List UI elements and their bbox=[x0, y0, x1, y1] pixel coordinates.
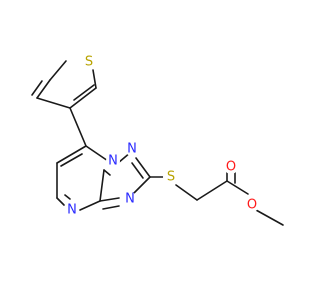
bond bbox=[133, 176, 151, 194]
atom-label: O bbox=[247, 198, 257, 213]
bond bbox=[49, 60, 67, 81]
bond bbox=[255, 209, 284, 226]
bond bbox=[131, 162, 144, 179]
structure-drawing: S N N N N S O O bbox=[31, 54, 284, 226]
bond bbox=[103, 169, 111, 176]
atom-label: N bbox=[67, 203, 77, 218]
atom-n-right: N bbox=[123, 192, 137, 207]
atom-n1: N bbox=[106, 154, 120, 169]
bond bbox=[56, 145, 87, 164]
bond bbox=[56, 197, 65, 206]
atom-o-carbonyl: O bbox=[224, 160, 238, 175]
bond bbox=[99, 197, 120, 202]
bond bbox=[69, 87, 97, 109]
bond bbox=[73, 84, 95, 101]
atom-label: N bbox=[127, 142, 137, 157]
bond bbox=[60, 153, 83, 167]
bond bbox=[69, 107, 87, 147]
bond bbox=[36, 97, 71, 109]
bond bbox=[31, 80, 43, 96]
bond bbox=[79, 200, 101, 211]
bond bbox=[175, 184, 198, 201]
molecule-canvas: S N N N N S O O bbox=[31, 54, 284, 226]
atom-label: N bbox=[125, 192, 135, 207]
atom-s-thioether: S bbox=[163, 169, 179, 185]
bond bbox=[64, 194, 71, 200]
atom-label: O bbox=[226, 160, 236, 175]
bond bbox=[99, 169, 105, 202]
bond bbox=[102, 205, 120, 210]
atom-o-ester: O bbox=[245, 198, 259, 213]
atom-label: S bbox=[85, 55, 93, 70]
atom-n-bottom-left: N bbox=[65, 203, 79, 218]
bond bbox=[92, 69, 97, 89]
bond bbox=[135, 157, 151, 178]
bond bbox=[36, 79, 51, 99]
atom-n-top: N bbox=[125, 142, 139, 157]
atom-label: S bbox=[167, 170, 175, 185]
atom-label: N bbox=[108, 154, 118, 169]
bond bbox=[196, 180, 228, 201]
bond bbox=[226, 180, 249, 195]
atom-s-thiophene: S bbox=[81, 54, 97, 70]
